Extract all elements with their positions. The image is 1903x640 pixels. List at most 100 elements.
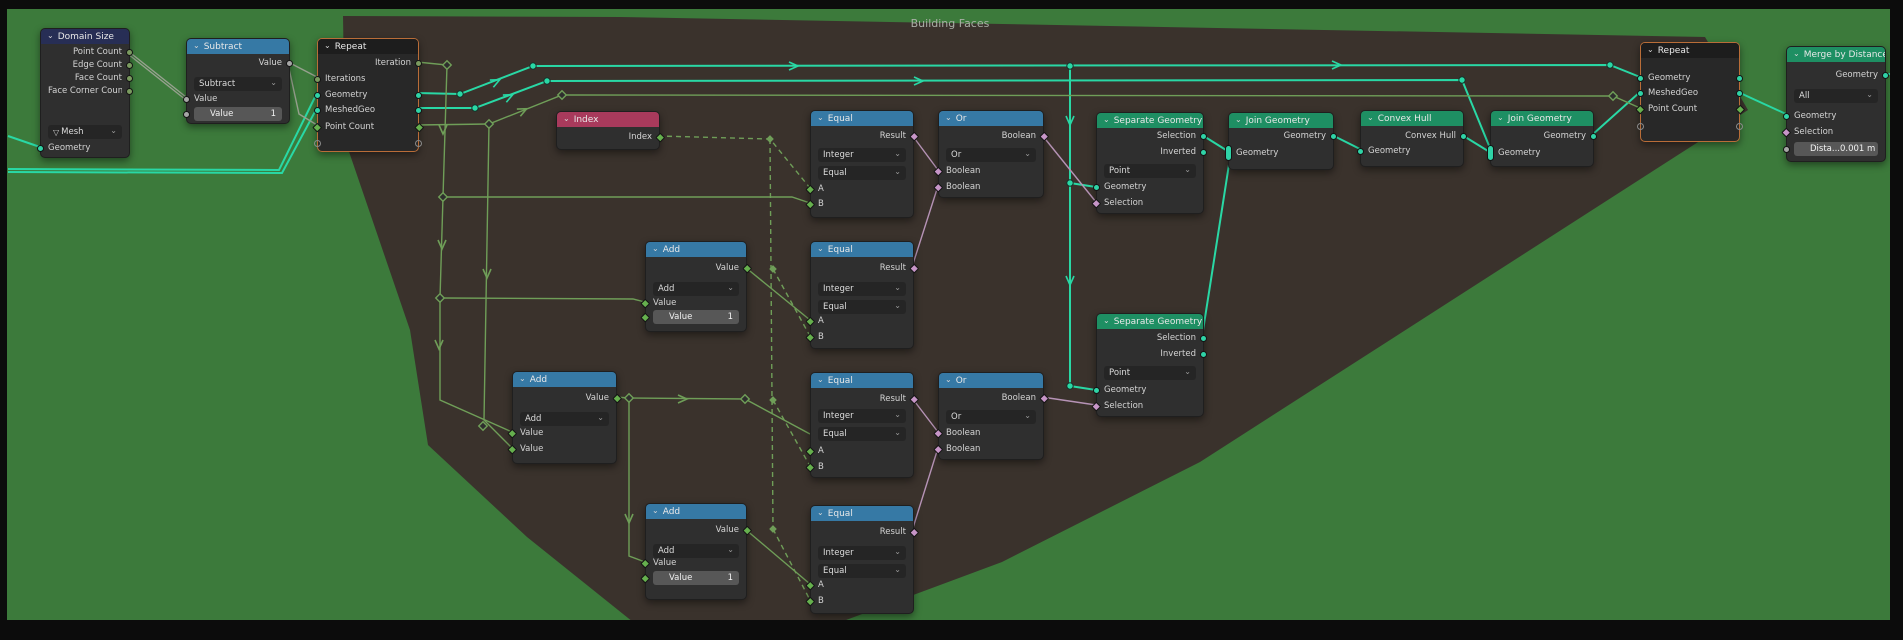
reroute-dot[interactable] <box>1066 179 1074 187</box>
join-geometry-1-geometry-output-socket[interactable] <box>1330 132 1337 140</box>
equal-4-header[interactable]: Equal <box>811 506 913 521</box>
convex-hull-convex-hull-output-socket[interactable] <box>1460 132 1467 140</box>
separate-geometry-1-point-dropdown[interactable]: Point <box>1104 164 1196 178</box>
reroute-dmd[interactable] <box>556 89 568 101</box>
subtract-header[interactable]: Subtract <box>187 39 289 54</box>
separate-geometry-1-geometry-input-socket[interactable] <box>1093 183 1100 191</box>
node-add-1[interactable]: AddValueAddValueValue1 <box>640 241 752 332</box>
join-geometry-1-geometry-input-socket[interactable] <box>1225 145 1232 161</box>
reroute-dot[interactable] <box>1066 382 1074 390</box>
separate-geometry-2-geometry-input-socket[interactable] <box>1093 386 1100 394</box>
reroute-dmd[interactable] <box>477 420 489 432</box>
subtract-value-output-socket[interactable] <box>286 59 293 67</box>
repeat-input-geometry-output-socket[interactable] <box>415 91 422 99</box>
subtract-value-input-socket[interactable] <box>183 95 190 103</box>
reroute-dmd[interactable] <box>441 59 453 71</box>
merge-by-distance-header[interactable]: Merge by Distance <box>1787 47 1885 62</box>
add-1-header[interactable]: Add <box>646 242 746 257</box>
repeat-input-geometry-input-socket[interactable] <box>314 91 321 99</box>
repeat-input-meshedgeo-output-socket[interactable] <box>415 106 422 114</box>
node-subtract[interactable]: SubtractValueSubtractValueValue1 <box>183 38 293 124</box>
repeat-input-virtual-output-socket[interactable] <box>415 139 422 147</box>
join-geometry-2-geometry-input-socket[interactable] <box>1487 145 1494 161</box>
node-add-2[interactable]: AddValueAddValueValue <box>507 371 622 464</box>
repeat-output-meshedgeo-input-socket[interactable] <box>1637 89 1644 97</box>
reroute-sq[interactable] <box>766 135 774 143</box>
reroute-dmd[interactable] <box>1607 90 1619 102</box>
or-1-header[interactable]: Or <box>939 111 1043 126</box>
domain-size-face-corner-count-output-socket[interactable] <box>126 87 133 95</box>
repeat-output-meshedgeo-output-socket[interactable] <box>1736 89 1743 97</box>
equal-2-equal-dropdown[interactable]: Equal <box>818 300 906 314</box>
repeat-input-header[interactable]: Repeat <box>318 39 418 54</box>
or-2-header[interactable]: Or <box>939 373 1043 388</box>
convex-hull-geometry-input-socket[interactable] <box>1357 147 1364 155</box>
reroute-sq[interactable] <box>769 396 777 404</box>
repeat-input-meshedgeo-input-socket[interactable] <box>314 106 321 114</box>
repeat-input-virtual-input-socket[interactable] <box>314 139 321 147</box>
domain-size-mesh-dropdown[interactable]: ▽Mesh <box>48 125 122 139</box>
equal-3-equal-dropdown[interactable]: Equal <box>818 427 906 441</box>
repeat-output-virtual-input-socket[interactable] <box>1637 122 1644 130</box>
repeat-output-geometry-output-socket[interactable] <box>1736 74 1743 82</box>
reroute-dot[interactable] <box>456 90 464 98</box>
add-1-add-dropdown[interactable]: Add <box>653 282 739 296</box>
repeat-input-iterations-input-socket[interactable] <box>314 75 321 83</box>
equal-1-header[interactable]: Equal <box>811 111 913 126</box>
reroute-dot[interactable] <box>543 77 551 85</box>
reroute-dmd[interactable] <box>483 118 495 130</box>
reroute-dot[interactable] <box>1606 61 1614 69</box>
domain-size-point-count-output-socket[interactable] <box>126 48 133 56</box>
merge-by-distance-geometry-input-socket[interactable] <box>1783 112 1790 120</box>
repeat-output-geometry-input-socket[interactable] <box>1637 74 1644 82</box>
equal-1-equal-dropdown[interactable]: Equal <box>818 166 906 180</box>
join-geometry-2-geometry-output-socket[interactable] <box>1590 132 1597 140</box>
separate-geometry-2-selection-output-socket[interactable] <box>1200 334 1207 342</box>
add-2-header[interactable]: Add <box>513 372 616 387</box>
reroute-dot[interactable] <box>1066 62 1074 70</box>
reroute-dmd[interactable] <box>434 292 446 304</box>
subtract-subtract-dropdown[interactable]: Subtract <box>194 77 282 91</box>
separate-geometry-2-header[interactable]: Separate Geometry <box>1097 314 1203 329</box>
merge-by-distance-geometry-output-socket[interactable] <box>1882 71 1889 79</box>
add-2-add-dropdown[interactable]: Add <box>520 412 609 426</box>
node-equal-2[interactable]: EqualResultIntegerEqualAB <box>805 241 919 349</box>
domain-size-geometry-input-socket[interactable] <box>37 144 44 152</box>
merge-by-distance-all-dropdown[interactable]: All <box>1794 89 1878 103</box>
repeat-output-virtual-output-socket[interactable] <box>1736 122 1743 130</box>
or-2-or-dropdown[interactable]: Or <box>946 410 1036 424</box>
equal-3-header[interactable]: Equal <box>811 373 913 388</box>
reroute-dmd[interactable] <box>437 191 449 203</box>
node-separate-geometry-1[interactable]: Separate GeometrySelectionInvertedPointG… <box>1091 112 1207 214</box>
reroute-dot[interactable] <box>529 62 537 70</box>
add-3-add-dropdown[interactable]: Add <box>653 544 739 558</box>
repeat-input-iteration-output-socket[interactable] <box>415 59 422 67</box>
reroute-dmd[interactable] <box>739 393 751 405</box>
separate-geometry-1-selection-output-socket[interactable] <box>1200 132 1207 140</box>
convex-hull-header[interactable]: Convex Hull <box>1361 111 1463 126</box>
reroute-dmd[interactable] <box>623 392 635 404</box>
merge-by-distance-dista-input-socket[interactable] <box>1783 145 1790 153</box>
domain-size-header[interactable]: Domain Size <box>41 29 129 44</box>
equal-2-integer-dropdown[interactable]: Integer <box>818 282 906 296</box>
equal-2-header[interactable]: Equal <box>811 242 913 257</box>
equal-1-integer-dropdown[interactable]: Integer <box>818 148 906 162</box>
add-3-header[interactable]: Add <box>646 504 746 519</box>
reroute-sq[interactable] <box>769 525 777 533</box>
node-or-2[interactable]: OrBooleanOrBooleanBoolean <box>933 372 1049 460</box>
equal-3-integer-dropdown[interactable]: Integer <box>818 409 906 423</box>
node-add-3[interactable]: AddValueAddValueValue1 <box>640 503 752 600</box>
node-equal-1[interactable]: EqualResultIntegerEqualAB <box>805 110 919 218</box>
domain-size-face-count-output-socket[interactable] <box>126 74 133 82</box>
node-merge-by-distance[interactable]: Merge by DistanceGeometryAllGeometrySele… <box>1781 46 1889 162</box>
node-separate-geometry-2[interactable]: Separate GeometrySelectionInvertedPointG… <box>1091 313 1207 417</box>
separate-geometry-1-inverted-output-socket[interactable] <box>1200 148 1207 156</box>
equal-4-equal-dropdown[interactable]: Equal <box>818 564 906 578</box>
separate-geometry-2-inverted-output-socket[interactable] <box>1200 350 1207 358</box>
